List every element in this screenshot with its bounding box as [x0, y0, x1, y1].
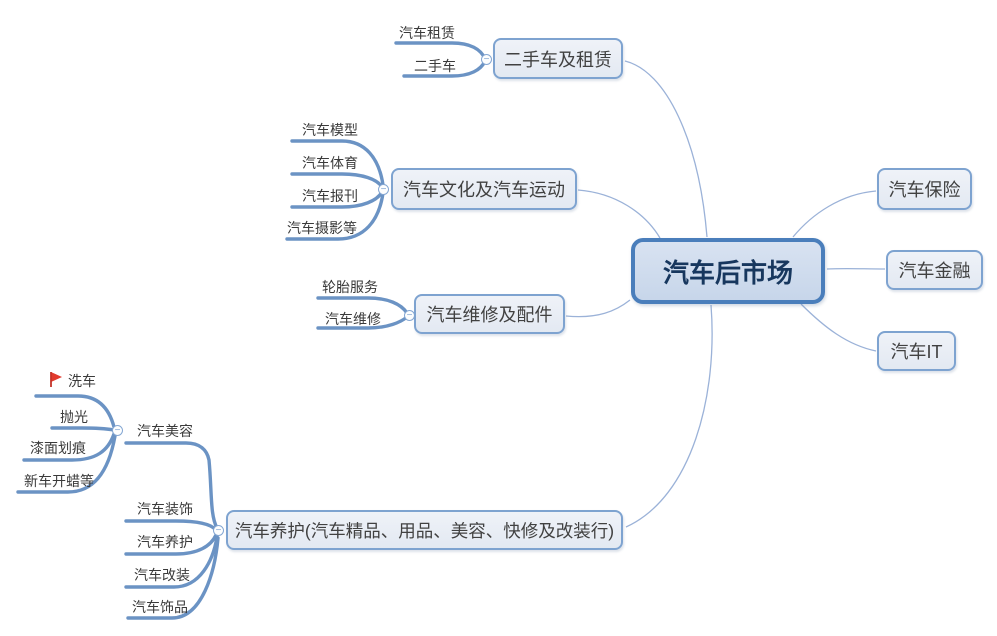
subtopic-car-rental[interactable]: 汽车租赁 — [399, 25, 455, 41]
branch-line-new-car-wax — [16, 434, 117, 494]
subtopic-car-model[interactable]: 汽车模型 — [302, 122, 358, 138]
topic-it[interactable]: 汽车IT — [877, 331, 956, 371]
subtopic-tire-service[interactable]: 轮胎服务 — [322, 279, 378, 295]
branch-line-car-wash — [34, 394, 116, 429]
subtopic-car-beauty[interactable]: 汽车美容 — [137, 423, 193, 439]
topic-culture-sport[interactable]: 汽车文化及汽车运动 — [391, 168, 577, 210]
connector-repair-parts — [565, 299, 631, 318]
subtopic-car-decoration[interactable]: 汽车装饰 — [137, 501, 193, 517]
connector-used-car-rental — [624, 60, 708, 238]
topic-maintenance[interactable]: 汽车养护(汽车精品、用品、美容、快修及改装行) — [226, 510, 623, 550]
connector-it — [800, 303, 877, 352]
subtopic-car-wash-label: 洗车 — [68, 373, 96, 389]
branch-line-polish — [50, 426, 116, 432]
collapse-toggle-used-car-rental[interactable]: − — [481, 54, 492, 65]
collapse-toggle-culture-sport[interactable]: − — [378, 184, 389, 195]
connector-insurance — [792, 190, 877, 238]
collapse-toggle-maintenance[interactable]: − — [213, 525, 224, 536]
branch-line-car-accessories — [126, 536, 220, 620]
subtopic-car-repair[interactable]: 汽车维修 — [325, 311, 381, 327]
branch-line-car-refit — [124, 535, 219, 589]
subtopic-car-wash[interactable]: 洗车 — [48, 371, 96, 391]
subtopic-car-upkeep[interactable]: 汽车养护 — [137, 534, 193, 550]
branch-line-paint-scratch — [22, 432, 116, 462]
subtopic-new-car-wax[interactable]: 新车开蜡等 — [24, 473, 94, 489]
subtopic-car-refit[interactable]: 汽车改装 — [134, 567, 190, 583]
subtopic-car-accessories[interactable]: 汽车饰品 — [132, 599, 188, 615]
topic-finance[interactable]: 汽车金融 — [886, 250, 983, 290]
branch-line-car-model — [290, 139, 385, 187]
subtopic-car-photography[interactable]: 汽车摄影等 — [287, 220, 357, 236]
topic-insurance[interactable]: 汽车保险 — [877, 168, 972, 210]
red-flag-icon — [48, 371, 63, 391]
topic-used-car-rental[interactable]: 二手车及租赁 — [493, 38, 623, 79]
branch-line-car-decoration — [124, 519, 218, 532]
branch-line-car-photography — [285, 191, 385, 241]
connector-maintenance — [625, 304, 713, 528]
collapse-toggle-car-beauty[interactable]: − — [112, 425, 123, 436]
topic-repair-parts[interactable]: 汽车维修及配件 — [414, 294, 565, 334]
branch-line-car-press — [290, 190, 384, 209]
subtopic-used-car[interactable]: 二手车 — [414, 58, 456, 74]
central-topic[interactable]: 汽车后市场 — [631, 238, 825, 304]
subtopic-paint-scratch[interactable]: 漆面划痕 — [30, 440, 86, 456]
branch-line-tire-service — [316, 296, 409, 315]
subtopic-polish[interactable]: 抛光 — [60, 409, 88, 425]
branch-line-car-upkeep — [124, 533, 218, 556]
subtopic-car-sport[interactable]: 汽车体育 — [302, 155, 358, 171]
connector-culture-sport — [577, 189, 661, 239]
subtopic-car-press[interactable]: 汽车报刊 — [302, 188, 358, 204]
branch-line-car-beauty — [124, 441, 219, 530]
